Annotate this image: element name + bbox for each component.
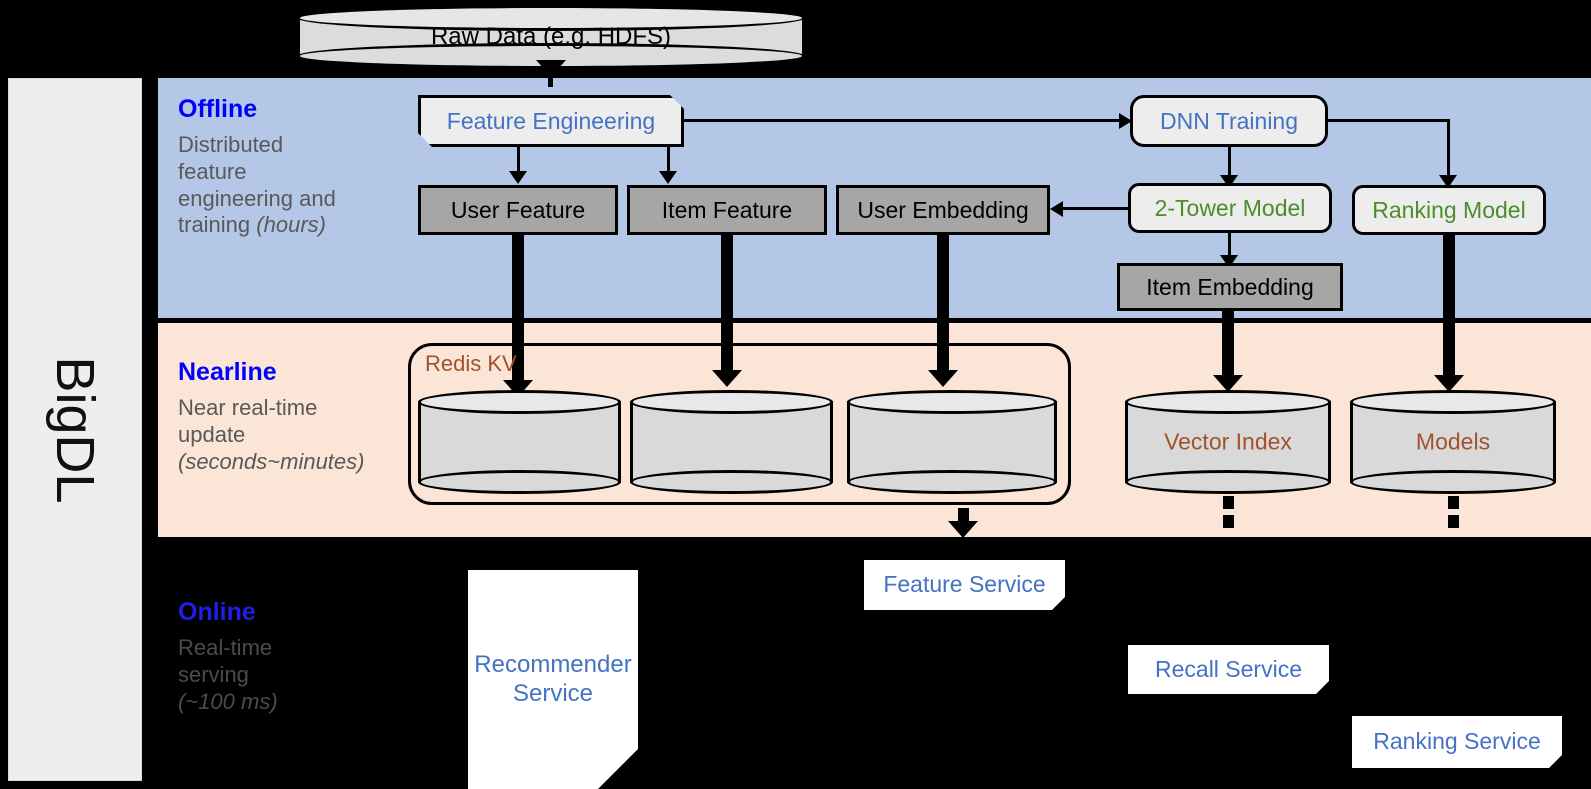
arrow-fe-to-item-feature	[659, 171, 677, 184]
cylinder-top	[1350, 390, 1556, 414]
bigdl-rail-label: BigDL	[45, 355, 105, 504]
connector-fe-to-dnn	[684, 119, 1122, 122]
recommender-service-label-line-2: Service	[512, 679, 594, 707]
nearline-band-text: Nearline Near real-time update (seconds~…	[178, 360, 408, 475]
nearline-subtitle-line-2: update	[178, 421, 246, 447]
redis-kv-label: Redis KV	[425, 351, 517, 376]
feature-engineering-label: Feature Engineering	[446, 107, 656, 134]
user-feature-store-cylinder[interactable]	[418, 390, 621, 494]
nearline-subtitle-line-1: Near real-time	[178, 395, 318, 420]
arrow-dnn-to-ranking	[1439, 175, 1457, 188]
models-label: Models	[1415, 428, 1491, 455]
connector-dnn-to-two-tower	[1228, 147, 1231, 177]
feature-service-label: Feature Service	[883, 571, 1046, 598]
ranking-model-node[interactable]: Ranking Model	[1352, 185, 1546, 235]
cylinder-bottom	[1350, 470, 1556, 494]
arrow-two-tower-to-user-embedding	[1050, 201, 1063, 217]
user-feature-box[interactable]: User Feature	[418, 185, 618, 235]
cylinder-top	[297, 5, 805, 31]
offline-subtitle-line-2: feature	[178, 158, 247, 184]
cylinder-bottom	[1125, 470, 1331, 494]
pipe-user-feature	[512, 235, 524, 385]
offline-subtitle-line-3: engineering and	[178, 185, 336, 211]
dnn-training-label: DNN Training	[1159, 107, 1299, 134]
online-subtitle-line-1: Real-time	[178, 635, 273, 660]
arrow-rawdata-to-fe	[536, 60, 566, 77]
cylinder-top	[630, 390, 833, 414]
item-embedding-label: Item Embedding	[1146, 273, 1314, 300]
offline-subtitle-line-1: Distributed	[178, 132, 284, 157]
dnn-training-node[interactable]: DNN Training	[1130, 95, 1328, 147]
dash-models-1	[1448, 496, 1459, 509]
cylinder-bottom	[847, 470, 1057, 494]
two-tower-model-node[interactable]: 2-Tower Model	[1128, 183, 1332, 233]
arrow-fe-to-user-feature	[509, 171, 527, 184]
item-feature-label: Item Feature	[661, 196, 793, 223]
offline-title: Offline	[178, 95, 258, 123]
online-subtitle-line-2: serving	[178, 661, 249, 687]
dash-vector-index-1	[1223, 496, 1234, 509]
redis-kv-container	[408, 343, 1071, 505]
bigdl-rail: BigDL	[8, 78, 142, 781]
two-tower-model-label: 2-Tower Model	[1154, 194, 1306, 221]
online-band-text: Online Real-time serving (~100 ms)	[178, 600, 398, 715]
offline-subtitle: Distributed feature engineering and trai…	[178, 132, 368, 239]
ranking-service-label: Ranking Service	[1373, 728, 1541, 755]
raw-data-label: Raw Data (e.g. HDFS)	[430, 23, 672, 50]
connector-two-tower-to-item-embedding	[1228, 233, 1231, 261]
user-embedding-store-cylinder[interactable]	[847, 390, 1057, 494]
connector-dnn-to-ranking-h	[1328, 119, 1450, 122]
online-subtitle-line-3: (~100 ms)	[178, 688, 278, 714]
dash-models-2	[1448, 515, 1459, 528]
vector-index-label: Vector Index	[1164, 428, 1292, 455]
vector-index-cylinder[interactable]: Vector Index	[1125, 390, 1331, 494]
feature-engineering-node[interactable]: Feature Engineering	[418, 95, 684, 147]
offline-band-text: Offline Distributed feature engineering …	[178, 97, 368, 239]
ranking-model-label: Ranking Model	[1372, 196, 1526, 223]
connector-fe-to-user-feature	[517, 147, 520, 173]
nearline-title: Nearline	[178, 358, 277, 386]
cylinder-top	[418, 390, 621, 414]
recall-service-note[interactable]: Recall Service	[1128, 645, 1329, 694]
user-embedding-box[interactable]: User Embedding	[836, 185, 1050, 235]
cylinder-bottom	[418, 470, 621, 494]
pipe-ranking-model	[1443, 235, 1455, 379]
nearline-subtitle: Near real-time update (seconds~minutes)	[178, 395, 408, 475]
ranking-service-note[interactable]: Ranking Service	[1352, 716, 1562, 768]
offline-subtitle-line-4: training (hours)	[178, 212, 326, 238]
pipe-arrow-item-feature	[712, 370, 742, 387]
item-feature-box[interactable]: Item Feature	[627, 185, 827, 235]
online-title: Online	[178, 598, 256, 626]
user-feature-label: User Feature	[450, 196, 586, 223]
pipe-arrow-user-embedding	[928, 370, 958, 387]
user-embedding-label: User Embedding	[857, 196, 1029, 223]
item-feature-store-cylinder[interactable]	[630, 390, 833, 494]
pipe-arrow-ranking-model	[1434, 375, 1464, 392]
models-cylinder[interactable]: Models	[1350, 390, 1556, 494]
item-embedding-box[interactable]: Item Embedding	[1117, 263, 1343, 311]
cylinder-top	[1125, 390, 1331, 414]
pipe-arrow-item-embedding	[1213, 375, 1243, 392]
cylinder-top	[847, 390, 1057, 414]
cylinder-bottom	[630, 470, 833, 494]
arrow-fe-to-dnn	[1119, 113, 1132, 129]
recommender-service-label-line-1: Recommender	[474, 651, 632, 679]
recall-service-label: Recall Service	[1155, 655, 1302, 682]
online-subtitle: Real-time serving (~100 ms)	[178, 635, 398, 715]
pipe-user-embedding	[937, 235, 949, 375]
nearline-subtitle-line-3: (seconds~minutes)	[178, 448, 365, 474]
connector-two-tower-to-user-embedding	[1063, 207, 1128, 210]
pipe-item-embedding	[1222, 311, 1234, 379]
dash-vector-index-2	[1223, 515, 1234, 528]
dash-redis-to-feature-service	[958, 508, 969, 521]
arrow-redis-to-feature-service	[948, 521, 978, 538]
connector-dnn-to-ranking-v	[1447, 119, 1450, 177]
pipe-item-feature	[721, 235, 733, 375]
feature-service-note[interactable]: Feature Service	[864, 560, 1065, 610]
connector-fe-to-item-feature	[667, 147, 670, 173]
recommender-service-note[interactable]: Recommender Service	[468, 570, 638, 789]
